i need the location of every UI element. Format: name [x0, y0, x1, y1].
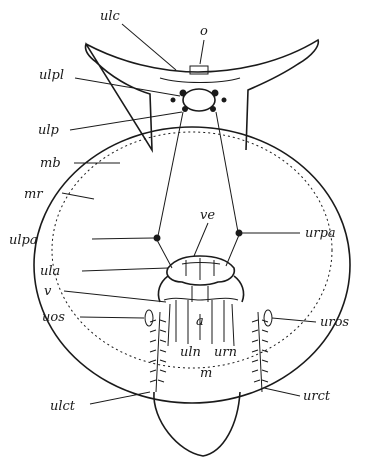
- label-o: o: [200, 24, 208, 39]
- label-ula: ula: [40, 264, 60, 279]
- label-uln: uln: [180, 345, 201, 360]
- left-comb: [150, 312, 166, 392]
- label-ulp: ulp: [38, 123, 60, 138]
- label-v: v: [44, 284, 52, 299]
- label-urn: urn: [214, 345, 237, 360]
- label-a: a: [196, 314, 204, 329]
- body-outline: [34, 127, 350, 403]
- label-mr: mr: [24, 187, 43, 202]
- label-mb: mb: [40, 156, 61, 171]
- label-ulct: ulct: [50, 399, 76, 414]
- label-urct: urct: [303, 389, 331, 404]
- head-shield-inner: [160, 78, 240, 83]
- central-organ: [158, 256, 243, 302]
- head-shield: [85, 40, 318, 150]
- label-ulc: ulc: [100, 9, 121, 24]
- label-urpa: urpa: [305, 226, 336, 241]
- right-oval: [264, 310, 272, 326]
- label-ulpl: ulpl: [39, 68, 64, 83]
- label-ve: ve: [200, 208, 215, 223]
- muscle-left: [158, 112, 183, 236]
- label-uos: uos: [42, 310, 65, 325]
- label-ulpa: ulpa: [9, 233, 38, 248]
- inner-membrane: [52, 132, 332, 368]
- ocellus-cluster: [171, 66, 227, 112]
- label-uros: uros: [320, 315, 349, 330]
- left-oval: [145, 310, 153, 326]
- label-m: m: [200, 366, 212, 381]
